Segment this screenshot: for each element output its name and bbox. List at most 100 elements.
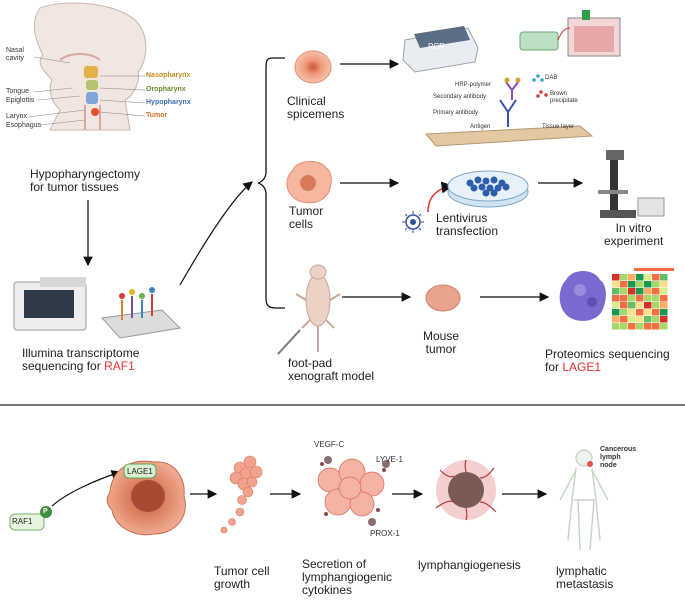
heatmap-cell: [644, 281, 652, 288]
heatmap-cell: [628, 274, 636, 281]
oropharynx-region: [86, 80, 98, 90]
ihc-diagram-icon: [424, 74, 594, 147]
ihc-dab-label: DAB: [545, 75, 558, 81]
ihc-secondary-label: Secondary antibody: [433, 94, 487, 100]
human-lymph-figure-icon: [559, 449, 609, 551]
heatmap-cell: [620, 323, 628, 330]
heatmap-cell: [652, 323, 660, 330]
heatmap-cell: [652, 281, 660, 288]
ihc-hrp-label: HRP-polymer: [455, 82, 492, 88]
sequencer-machine-icon: [13, 277, 87, 331]
heatmap-cell: [628, 281, 636, 288]
vegf-c-label: VEGF-C: [314, 440, 345, 449]
arrow-to-branches: [179, 181, 253, 286]
clinical-specimens-label: Clinical spicemens: [287, 94, 345, 121]
heatmap-cell: [612, 288, 620, 295]
label-esophagus: Esophagus: [6, 122, 42, 129]
label-epiglottis: Epiglottis: [6, 97, 35, 104]
clinical-specimen-icon: [294, 50, 332, 84]
heatmap-cell: [636, 309, 644, 316]
heatmap-cell: [612, 309, 620, 316]
pcr-label: PCR: [428, 42, 445, 51]
heatmap-cell: [652, 295, 660, 302]
heatmap-cell: [620, 302, 628, 309]
secretion-label: Secretion of lymphangiogenic cytokines: [302, 557, 393, 597]
heatmap-cell: [660, 302, 668, 309]
heatmap-cell: [628, 323, 636, 330]
vegf-c-dot: [324, 456, 332, 464]
heatmap-cell: [620, 281, 628, 288]
label-nasal-cavity: Nasal cavity: [6, 47, 24, 62]
label-tongue: Tongue: [6, 88, 29, 95]
heatmap-cell: [660, 309, 668, 316]
label-hypopharynx: Hypopharynx: [146, 99, 191, 106]
heatmap-cell: [644, 323, 652, 330]
proteomics-label: Proteomics sequencing for LAGE1: [545, 347, 670, 374]
heatmap-cell: [628, 288, 636, 295]
lymphangiogenesis-icon: [435, 459, 497, 521]
lage1-label: LAGE1: [127, 467, 153, 476]
lentivirus-label: Lentivirus transfection: [436, 211, 499, 238]
heatmap-cell: [652, 274, 660, 281]
lymph-node-marker: [587, 461, 593, 467]
lymphangiogenesis-label: lymphangiogenesis: [418, 558, 521, 572]
heatmap-cell: [660, 323, 668, 330]
raf1-label: RAF1: [12, 517, 33, 526]
heatmap-cell: [644, 316, 652, 323]
heatmap-cell: [652, 302, 660, 309]
tumor-cell-icon: [286, 161, 332, 204]
heatmap-cell: [612, 274, 620, 281]
heatmap-cell: [636, 323, 644, 330]
heatmap-cell: [628, 302, 636, 309]
heatmap-cell: [644, 295, 652, 302]
heatmap-cell: [644, 274, 652, 281]
raf1-protein-icon: [9, 506, 52, 531]
heatmap-cell: [620, 295, 628, 302]
heatmap-cell: [620, 316, 628, 323]
heatmap-cell: [612, 323, 620, 330]
raf1-gene-label: RAF1: [104, 359, 135, 373]
ihc-brown-label: Brown precipitate: [550, 91, 578, 104]
lyve-1-label: LYVE-1: [376, 455, 403, 464]
cancerous-node-label: Cancerous lymph node: [600, 446, 637, 469]
lage1-tumor-cell-icon: [106, 460, 186, 536]
heatmap-cell: [612, 295, 620, 302]
heatmap-cell: [644, 288, 652, 295]
heatmap-cell: [652, 316, 660, 323]
heatmap-cell: [612, 316, 620, 323]
heatmap-cell: [644, 309, 652, 316]
heatmap-cell: [660, 295, 668, 302]
petri-dish-icon: [447, 170, 529, 208]
heatmap-cell: [660, 316, 668, 323]
heatmap-cell: [620, 309, 628, 316]
proteomics-heatmap-icon: [612, 268, 674, 330]
xenograft-label: foot-pad xenograft model: [288, 356, 375, 383]
mouse-tumor-icon: [425, 284, 461, 312]
in-vitro-label: In vitro experiment: [604, 221, 664, 248]
pcr-machine-icon: [402, 26, 479, 73]
heatmap-cell: [644, 302, 652, 309]
heatmap-cell: [652, 288, 660, 295]
heatmap-cell: [620, 288, 628, 295]
prox-1-dot: [368, 518, 376, 526]
protein-structure-icon: [559, 271, 606, 321]
label-larynx: Larynx: [6, 113, 28, 120]
tumor-cells-label: Tumor cells: [289, 204, 324, 231]
heatmap-cell: [636, 281, 644, 288]
mouse-tumor-label: Mouse tumor: [423, 329, 460, 356]
hypopharyngectomy-label: Hypopharyngectomy for tumor tissues: [30, 167, 141, 194]
heatmap-cell: [636, 288, 644, 295]
nasopharynx-region: [84, 66, 98, 78]
heatmap-cell: [612, 281, 620, 288]
heatmap-cell: [660, 288, 668, 295]
heatmap-cell: [628, 295, 636, 302]
heatmap-cell: [612, 302, 620, 309]
syringe-icon: [277, 329, 301, 355]
ihc-primary-label: Primary antibody: [433, 110, 479, 116]
label-oropharynx: Oropharynx: [146, 86, 186, 93]
heatmap-cell: [636, 316, 644, 323]
electrophoresis-icon: [519, 10, 621, 57]
hypopharynx-region: [86, 92, 98, 104]
heatmap-scale-bar: [634, 268, 674, 271]
lentivirus-icon: [402, 211, 424, 233]
